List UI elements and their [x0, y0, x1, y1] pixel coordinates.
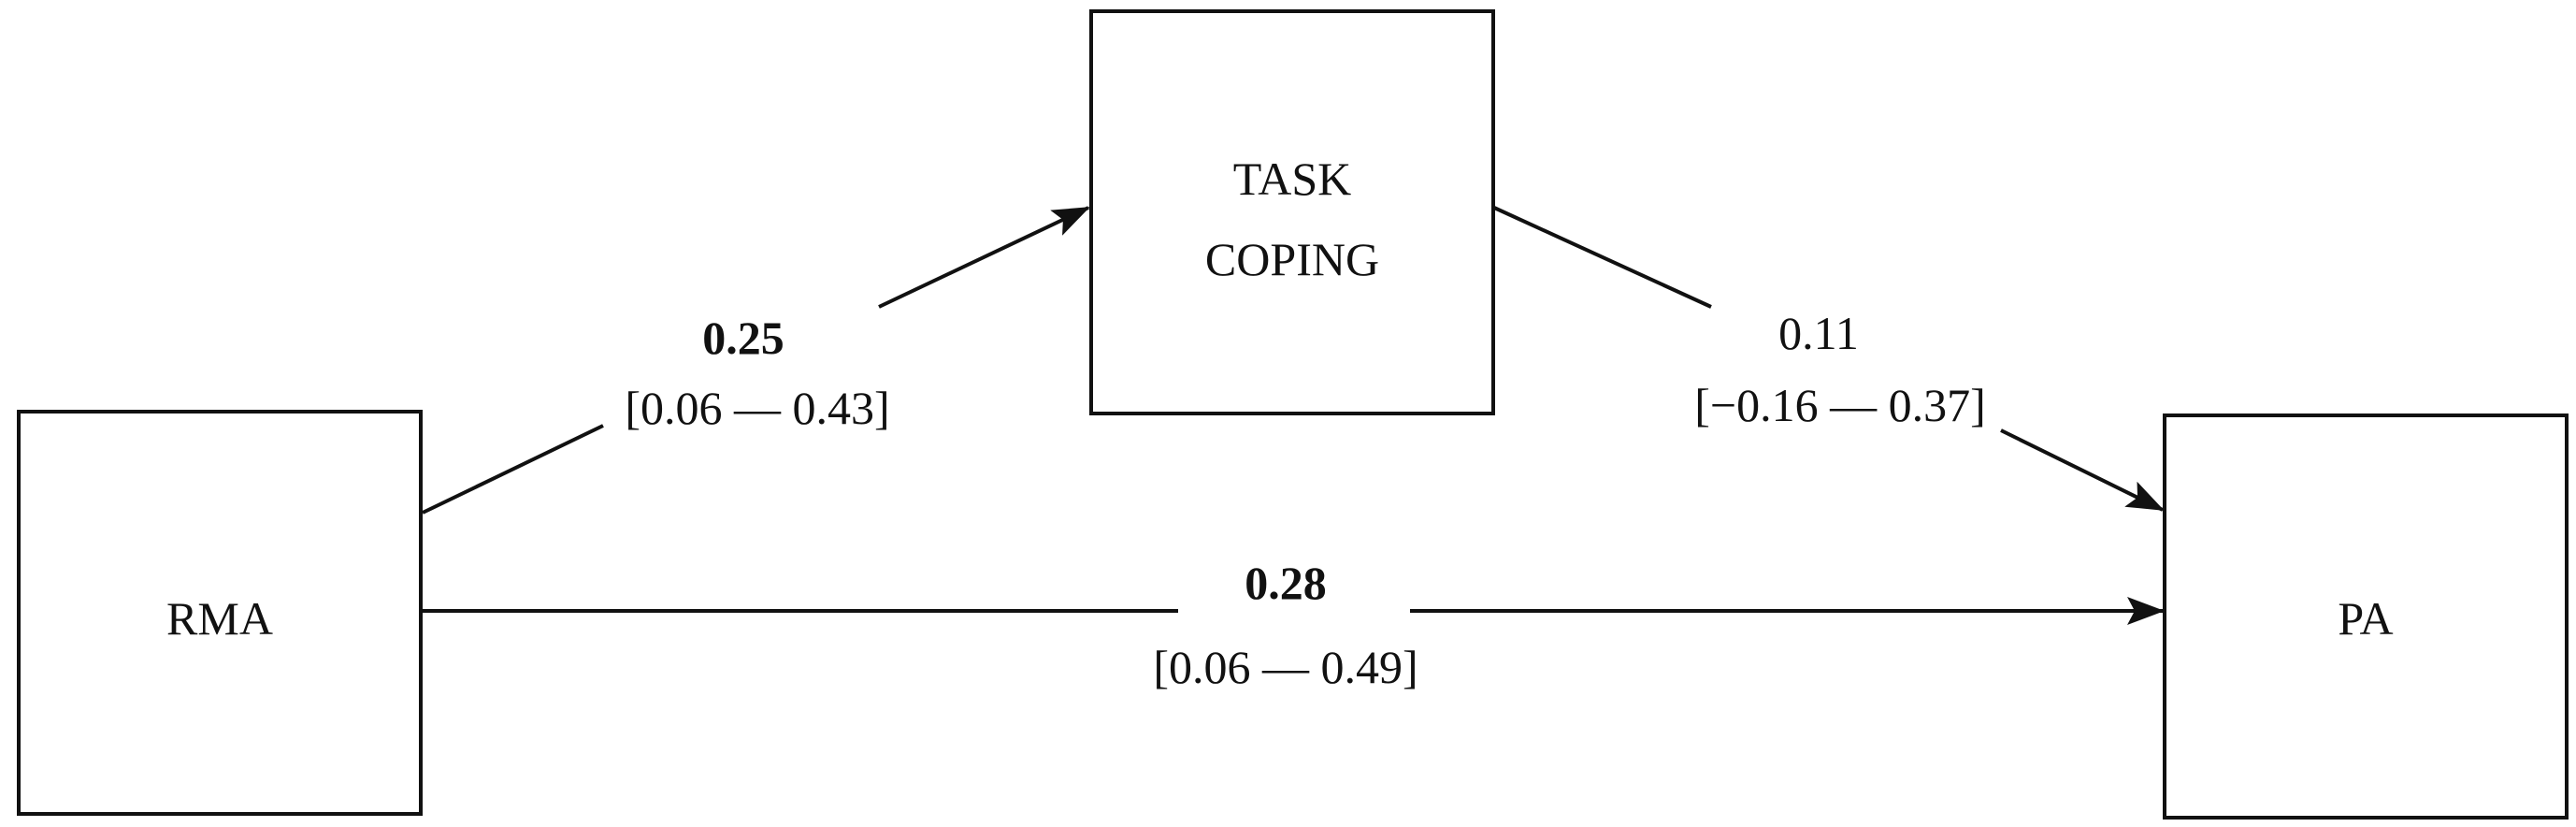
task-to-pa-arrow-segment-2: [2000, 428, 2165, 512]
rma-to-pa-coefficient: 0.28: [1245, 557, 1327, 609]
rma-to-task-coefficient: 0.25: [702, 312, 784, 364]
rma-box: [17, 410, 423, 816]
task-coping-box: [1089, 9, 1495, 415]
pa-box: [2163, 414, 2569, 820]
task-coping-label-line1: TASK: [1233, 152, 1352, 205]
task-to-pa-arrow-segment-1: [1493, 206, 1712, 309]
rma-to-task-arrow-segment-2: [878, 206, 1090, 309]
task-to-pa-ci: [−0.16 — 0.37]: [1694, 379, 1986, 431]
rma-label: RMA: [166, 592, 273, 645]
rma-to-pa-ci: [0.06 — 0.49]: [1153, 641, 1418, 693]
task-coping-label-line2: COPING: [1205, 233, 1379, 285]
task-to-pa-coefficient: 0.11: [1778, 307, 1859, 359]
rma-to-task-arrow-segment-1: [422, 424, 604, 515]
pa-label: PA: [2338, 592, 2393, 645]
rma-to-task-ci: [0.06 — 0.43]: [625, 382, 889, 434]
